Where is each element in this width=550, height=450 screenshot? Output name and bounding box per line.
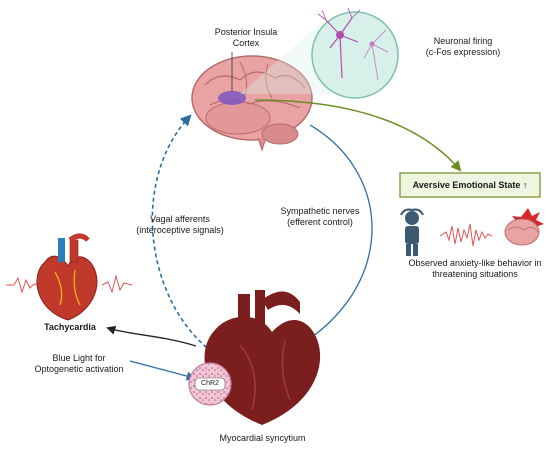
observed-line2: threatening situations	[432, 269, 518, 279]
vagal-label-line2: (interoceptive signals)	[136, 225, 224, 235]
neuron-label-line1: Neuronal firing	[433, 36, 493, 46]
insula-highlight	[218, 91, 246, 105]
myocardial-heart-illustration	[204, 290, 321, 425]
neuron-illustration	[311, 7, 399, 99]
tachycardia-arrow	[106, 325, 197, 347]
observed-line1: Observed anxiety-like behavior in	[408, 258, 542, 268]
optogenetics-label: Blue Light for Optogenetic activation	[24, 353, 134, 375]
observed-behavior-label: Observed anxiety-like behavior in threat…	[400, 258, 550, 280]
anxiety-waveform	[439, 223, 493, 247]
brain-illustration	[191, 55, 313, 152]
optogenetics-line1: Blue Light for	[52, 353, 106, 363]
sympathetic-label-line2: (efferent control)	[287, 217, 353, 227]
vagal-label-line1: Vagal afferents	[150, 214, 210, 224]
stressed-brain-icon	[504, 208, 544, 246]
sympathetic-label: Sympathetic nerves (efferent control)	[270, 206, 370, 228]
myocardial-label: Myocardial syncytium	[219, 433, 306, 443]
tachycardia-label: Tachycardia	[44, 322, 96, 332]
emotion-arrow	[254, 99, 462, 172]
optogenetics-line2: Optogenetic activation	[34, 364, 124, 374]
chr2-tag-box	[194, 377, 226, 391]
neuron-label: Neuronal firing (c-Fos expression)	[408, 36, 518, 58]
blue-light-arrow	[129, 360, 196, 381]
tachycardia-heart-icon	[6, 233, 133, 321]
emotion-box-label: Aversive Emotional State ↑	[412, 180, 528, 190]
chr2-tag: ChR2	[201, 380, 219, 387]
sympathetic-label-line1: Sympathetic nerves	[280, 206, 360, 216]
sympathetic-arrow	[293, 124, 373, 349]
insula-label-line1: Posterior Insula	[214, 27, 278, 37]
insula-label-line2: Cortex	[232, 38, 260, 48]
emotion-box	[399, 172, 541, 198]
anxious-person-icon	[400, 208, 424, 256]
vagal-label: Vagal afferents (interoceptive signals)	[125, 214, 235, 236]
neuron-label-line2: (c-Fos expression)	[425, 47, 501, 57]
insula-label: Posterior Insula Cortex	[196, 27, 296, 49]
